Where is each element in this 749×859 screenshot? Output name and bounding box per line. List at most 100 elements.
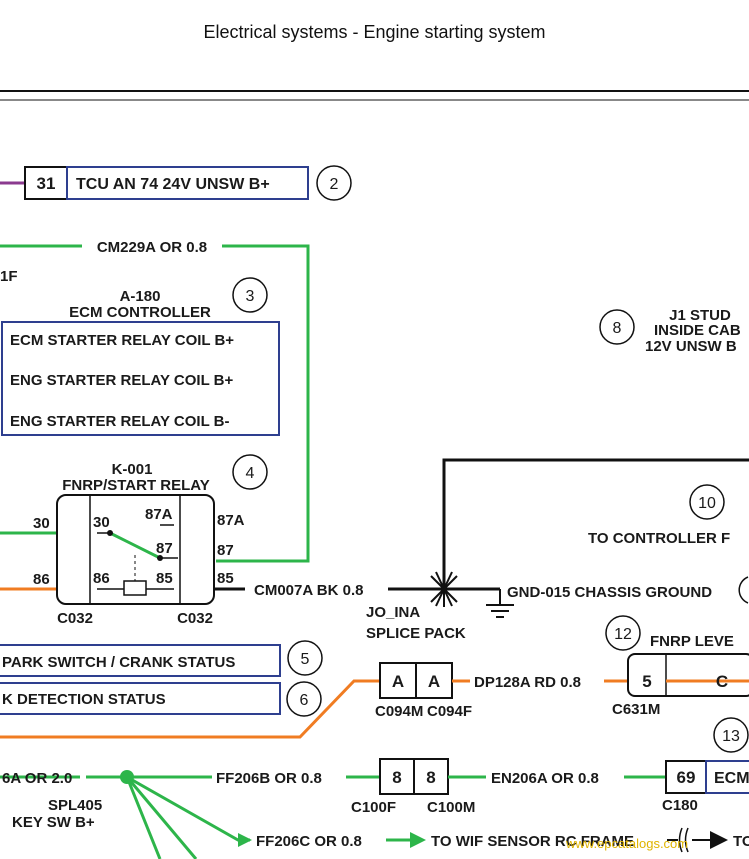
c100-pin-left-text: 8	[392, 768, 401, 787]
gnd-label: GND-015 CHASSIS GROUND	[507, 584, 712, 601]
status-detection-label: K DETECTION STATUS	[2, 691, 166, 708]
relay-connector-right: C032	[177, 610, 213, 627]
callout-12-text: 12	[614, 626, 632, 643]
ecm-box	[1, 321, 280, 436]
relay-inner-87: 87	[156, 540, 173, 557]
status-box-park	[0, 644, 281, 677]
wif-label: TO WIF SENSOR RC FRAME	[431, 833, 634, 850]
tcu-label: TCU AN 74 24V UNSW B+	[76, 176, 270, 193]
partial-1f-label: 1F	[0, 268, 18, 285]
relay-switch-pivot	[107, 530, 113, 536]
c094-pin-right	[415, 662, 453, 699]
relay-inner-30: 30	[93, 514, 110, 531]
wif-break-icon	[678, 827, 689, 853]
wire-pin-30: 30	[33, 515, 50, 532]
c100-left-label: C100F	[351, 799, 396, 816]
relay-body	[56, 494, 215, 605]
status-box-detection	[0, 682, 281, 715]
tcu-pin-box	[24, 166, 68, 200]
relay-out-85: 85	[217, 570, 234, 587]
relay-connector-left: C032	[57, 610, 93, 627]
callout-6-text: 6	[300, 692, 309, 709]
c100-right-label: C100M	[427, 799, 475, 816]
fnrp-level-connector	[627, 653, 749, 697]
tcu-label-box	[66, 166, 309, 200]
ecm-row-2: ENG STARTER RELAY COIL B+	[10, 372, 233, 389]
fnrp-level-label: FNRP LEVE	[650, 633, 734, 650]
wif-arrow-icon	[710, 831, 728, 849]
watermark: www.epcatalogs.com	[565, 836, 688, 851]
ecm2-pin: 69	[677, 768, 696, 787]
j1-line-1: J1 STUD	[669, 307, 731, 324]
callout-13-text: 13	[722, 728, 740, 745]
c100-pin-right-text: 8	[426, 768, 435, 787]
controller-label: TO CONTROLLER F	[588, 530, 730, 547]
dp128a-wire-left	[0, 679, 380, 739]
j1-black-wire	[442, 458, 749, 589]
ecm-row-1: ECM STARTER RELAY COIL B+	[10, 332, 234, 349]
relay-inner-85: 85	[156, 570, 173, 587]
tcu-pin: 31	[37, 174, 56, 193]
status-park-label: PARK SWITCH / CRANK STATUS	[2, 654, 235, 671]
relay-switch-arm	[109, 531, 161, 560]
dp128a-label: DP128A RD 0.8	[474, 674, 581, 691]
ff206c-arrow-in	[238, 833, 252, 847]
callout-3	[232, 277, 268, 313]
wire-pin-86: 86	[33, 571, 50, 588]
callout-6	[286, 681, 322, 717]
relay-inner-87a: 87A	[145, 506, 173, 523]
callout-5-text: 5	[301, 651, 310, 668]
callout-2-text: 2	[330, 176, 339, 193]
cm007a-label: CM007A BK 0.8	[254, 582, 363, 599]
fnrp-level-pin2: C	[716, 672, 728, 691]
relay-out-87: 87	[217, 542, 234, 559]
ecm-id: A-180	[120, 288, 161, 305]
wif-tail-label: TO	[733, 833, 749, 850]
callout-2	[316, 165, 352, 201]
ecm2-label: ECM	[714, 770, 749, 787]
ff206a-label: 6A OR 2.0	[2, 770, 72, 787]
callout-4	[232, 454, 268, 490]
relay-out-87a: 87A	[217, 512, 245, 529]
splice-label-1: JO_INA	[366, 604, 420, 621]
relay-inner-86: 86	[93, 570, 110, 587]
ff206b-label: FF206B OR 0.8	[216, 770, 322, 787]
callout-10-text: 10	[698, 495, 716, 512]
c100-pin-right	[413, 758, 449, 795]
callout-12	[605, 615, 641, 651]
callout-10	[689, 484, 725, 520]
callout-partial-right	[738, 576, 749, 604]
ecm2-connector-label: C180	[662, 797, 698, 814]
fnrp-level-connector-label: C631M	[612, 701, 660, 718]
page-title: Electrical systems - Engine starting sys…	[203, 22, 546, 42]
c094-pin-right-text: A	[428, 672, 440, 691]
ecm2-label-box	[705, 760, 749, 794]
spl405-branch-1	[125, 776, 162, 859]
splice-label-2: SPLICE PACK	[366, 625, 466, 642]
callout-13	[713, 717, 749, 753]
spl405-line-1: SPL405	[48, 797, 102, 814]
c094-pin-left-text: A	[392, 672, 404, 691]
cm229a-wire-right	[216, 244, 310, 563]
spl405-branch-2	[125, 776, 198, 859]
relay-name: FNRP/START RELAY	[62, 477, 210, 494]
relay-coil	[123, 580, 147, 596]
ecm2-pin-box	[665, 760, 707, 794]
relay-id: K-001	[112, 461, 153, 478]
callout-4-text: 4	[246, 465, 255, 482]
ecm-row-3: ENG STARTER RELAY COIL B-	[10, 413, 229, 430]
ff206c-label: FF206C OR 0.8	[256, 833, 362, 850]
ecm-name: ECM CONTROLLER	[69, 304, 211, 321]
c094-left-label: C094M	[375, 703, 423, 720]
callout-8-text: 8	[613, 320, 622, 337]
j1-line-3: 12V UNSW B	[645, 338, 737, 355]
callout-8	[599, 309, 635, 345]
spl405-line-2: KEY SW B+	[12, 814, 95, 831]
j1-line-2: INSIDE CAB	[654, 322, 741, 339]
c094-right-label: C094F	[427, 703, 472, 720]
fnrp-level-pin: 5	[642, 672, 651, 691]
c094-pin-left	[379, 662, 417, 699]
callout-3-text: 3	[246, 288, 255, 305]
ff206c-arrow-out	[410, 832, 426, 848]
